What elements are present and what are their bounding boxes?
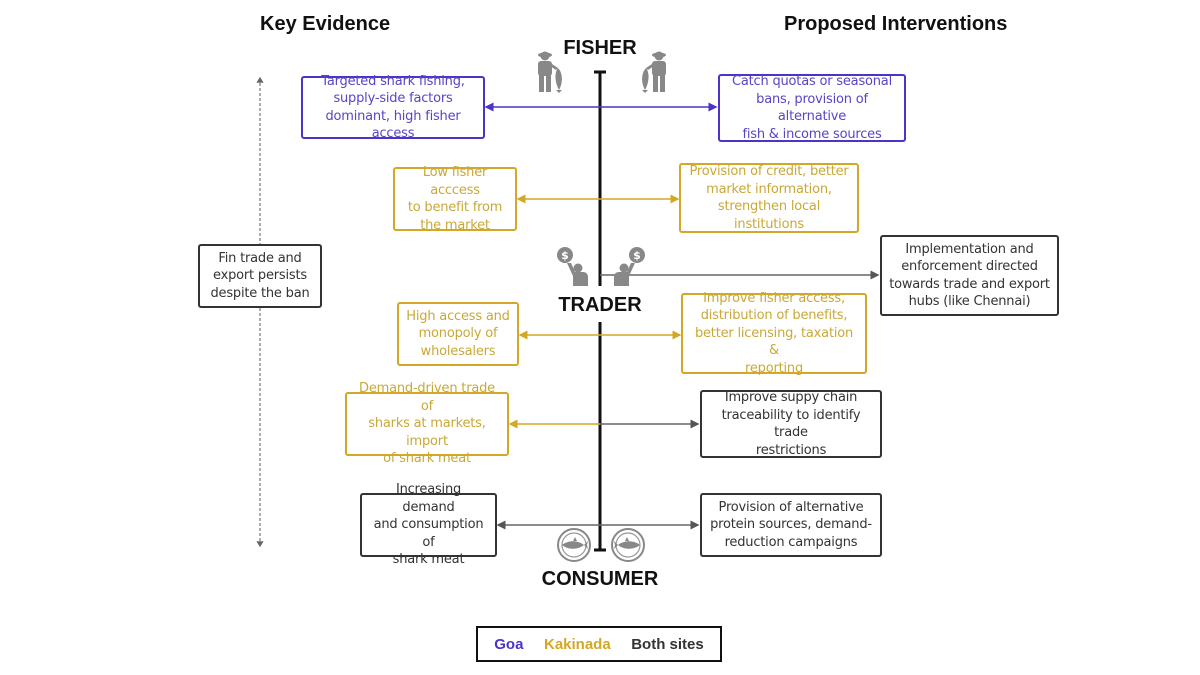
- shark-on-plate-icon: [611, 528, 645, 562]
- fisherman-with-fish-icon: [538, 51, 562, 93]
- trader-label: TRADER: [550, 294, 650, 317]
- evidence-box-demand-driven-trade: Demand-driven trade of sharks at markets…: [345, 381, 509, 466]
- legend: Goa Kakinada Both sites: [476, 626, 722, 662]
- consumer-label: CONSUMER: [541, 568, 659, 590]
- svg-text:$: $: [633, 249, 641, 262]
- intervention-box-enforcement-trade-hubs: Implementation and enforcement directed …: [880, 235, 1059, 316]
- legend-item-goa: Goa: [494, 635, 524, 653]
- fisher-label: FISHER: [563, 37, 637, 59]
- intervention-box-improve-fisher-access: Improve fisher access, distribution of b…: [681, 291, 867, 376]
- evidence-box-low-fisher-access: Low fisher acccess to benefit from the m…: [393, 165, 517, 233]
- intervention-box-provision-of-credit: Provision of credit, better market infor…: [679, 163, 859, 233]
- key-evidence-heading: Key Evidence: [260, 13, 391, 35]
- evidence-box-increasing-demand: Increasing demand and consumption of sha…: [360, 482, 497, 567]
- intervention-box-supply-chain-traceability: Improve suppy chain traceability to iden…: [700, 390, 882, 458]
- evidence-box-goa-targeted-fishing: Targeted shark fishing, supply-side fact…: [301, 74, 485, 141]
- shark-on-plate-icon: [557, 528, 591, 562]
- legend-item-both-sites: Both sites: [631, 635, 704, 653]
- intervention-box-alternative-protein: Provision of alternative protein sources…: [700, 493, 882, 557]
- fisherman-with-fish-icon: [642, 51, 666, 93]
- legend-item-kakinada: Kakinada: [543, 635, 611, 653]
- evidence-box-high-access-wholesalers: High access and monopoly of wholesalers: [397, 302, 519, 366]
- proposed-interventions-heading: Proposed Interventions: [784, 13, 1008, 35]
- side-note-box: Fin trade and export persists despite th…: [198, 244, 322, 308]
- intervention-box-catch-quotas: Catch quotas or seasonal bans, provision…: [718, 74, 906, 142]
- trader-with-coin-icon: $: [557, 247, 588, 286]
- trader-with-coin-icon: $: [614, 247, 645, 286]
- svg-text:$: $: [561, 249, 569, 262]
